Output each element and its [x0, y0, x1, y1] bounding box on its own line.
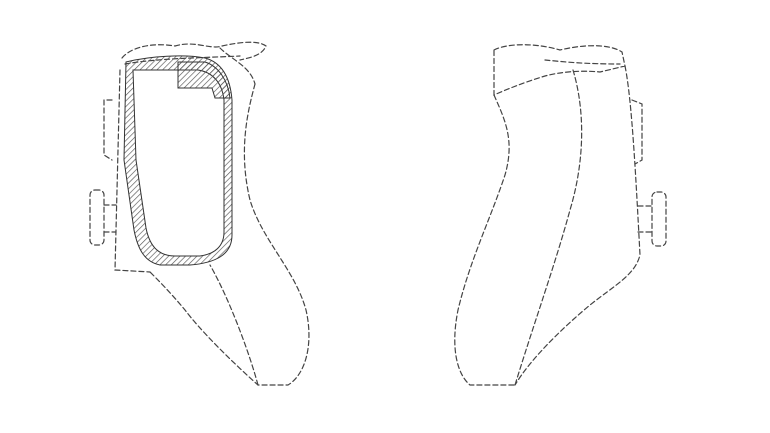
left-side-tab	[103, 99, 113, 161]
left-body-curve	[209, 264, 259, 386]
right-side-tab	[631, 99, 643, 165]
right-button-connector	[637, 205, 653, 233]
left-side-button	[89, 189, 105, 246]
right-figure-grip-side-view	[454, 44, 667, 386]
right-side-button	[651, 191, 667, 247]
left-outer-body	[149, 83, 310, 386]
right-outer-right-edge	[514, 65, 641, 386]
right-outer-left-edge	[454, 94, 516, 386]
left-outer-left-edge	[114, 69, 151, 273]
right-cap-band	[544, 59, 621, 65]
left-figure-grip-section-view	[89, 41, 310, 386]
right-top-cap	[493, 44, 626, 96]
left-hatched-block	[177, 61, 231, 99]
right-center-seam	[514, 69, 583, 386]
left-top-cap	[121, 41, 267, 61]
left-button-connector	[103, 204, 117, 233]
